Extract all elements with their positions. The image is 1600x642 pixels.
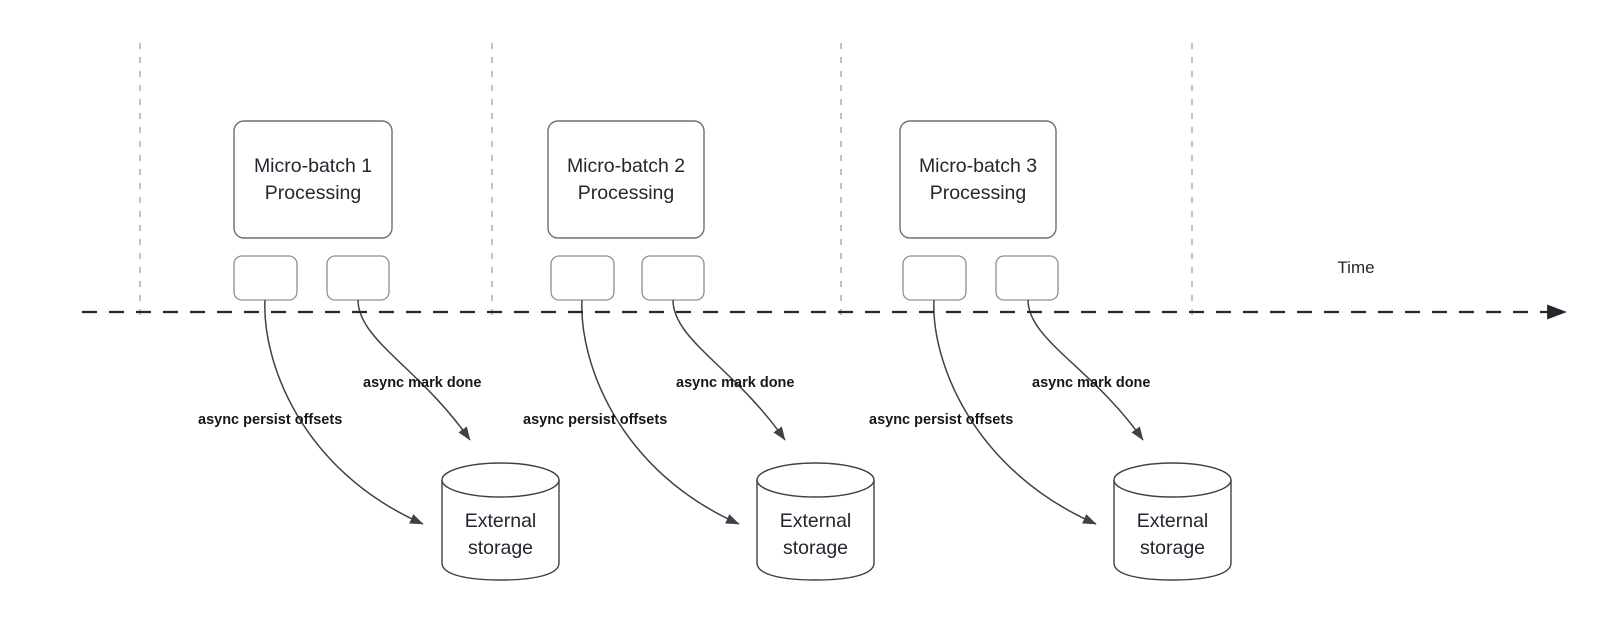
external-storage-1[interactable]: External storage: [441, 462, 560, 581]
micro-batch-3-label-line2: Processing: [930, 182, 1026, 204]
micro-batch-3-task-box-a[interactable]: [902, 255, 967, 301]
micro-batch-3-label-line1: Micro-batch 3: [919, 155, 1037, 177]
edge-label-mark-done-1: async mark done: [363, 375, 481, 391]
edge-persist-offsets-1: [264, 299, 424, 525]
micro-batch-3-task-box-b[interactable]: [995, 255, 1059, 301]
external-storage-3[interactable]: External storage: [1113, 462, 1232, 581]
external-storage-1-label-line2: storage: [468, 537, 533, 559]
edge-mark-done-2: [672, 299, 786, 441]
micro-batch-1-label-line2: Processing: [265, 182, 361, 204]
external-storage-3-label-line1: External: [1137, 510, 1209, 532]
micro-batch-3-group: Micro-batch 3 Processing async persist o…: [869, 120, 1232, 581]
external-storage-2-label-line2: storage: [783, 537, 848, 559]
edge-persist-offsets-2: [581, 299, 740, 525]
micro-batch-2-process-box[interactable]: [547, 120, 705, 239]
timeline-axis-label: Time: [1337, 258, 1374, 277]
external-storage-1-label-line1: External: [465, 510, 537, 532]
external-storage-2-label-line1: External: [780, 510, 852, 532]
external-storage-2-top: [756, 462, 875, 498]
external-storage-3-label-line2: storage: [1140, 537, 1205, 559]
edge-mark-done-1: [357, 299, 471, 441]
external-storage-3-top: [1113, 462, 1232, 498]
external-storage-2-body: [756, 480, 875, 581]
micro-batch-1-task-box-b[interactable]: [326, 255, 390, 301]
external-storage-3-body: [1113, 480, 1232, 581]
edge-persist-offsets-3: [933, 299, 1097, 525]
micro-batch-3-process-box[interactable]: [899, 120, 1057, 239]
edge-mark-done-3: [1027, 299, 1144, 441]
micro-batch-1-group: Micro-batch 1 Processing async persist o…: [198, 120, 560, 581]
external-storage-1-top: [441, 462, 560, 498]
micro-batch-2-group: Micro-batch 2 Processing async persist o…: [523, 120, 875, 581]
micro-batch-2-label-line1: Micro-batch 2: [567, 155, 685, 177]
edge-label-mark-done-3: async mark done: [1032, 375, 1150, 391]
edge-label-mark-done-2: async mark done: [676, 375, 794, 391]
edge-label-persist-offsets-3: async persist offsets: [869, 412, 1013, 428]
micro-batch-2-task-box-b[interactable]: [641, 255, 705, 301]
timeline-axis: Time: [82, 258, 1567, 320]
edge-label-persist-offsets-1: async persist offsets: [198, 412, 342, 428]
micro-batch-1-label-line1: Micro-batch 1: [254, 155, 372, 177]
separator-group: [139, 43, 1193, 322]
edge-label-persist-offsets-2: async persist offsets: [523, 412, 667, 428]
micro-batch-2-task-box-a[interactable]: [550, 255, 615, 301]
micro-batch-2-label-line2: Processing: [578, 182, 674, 204]
micro-batch-1-process-box[interactable]: [233, 120, 393, 239]
external-storage-1-body: [441, 480, 560, 581]
micro-batch-1-task-box-a[interactable]: [233, 255, 298, 301]
external-storage-2[interactable]: External storage: [756, 462, 875, 581]
